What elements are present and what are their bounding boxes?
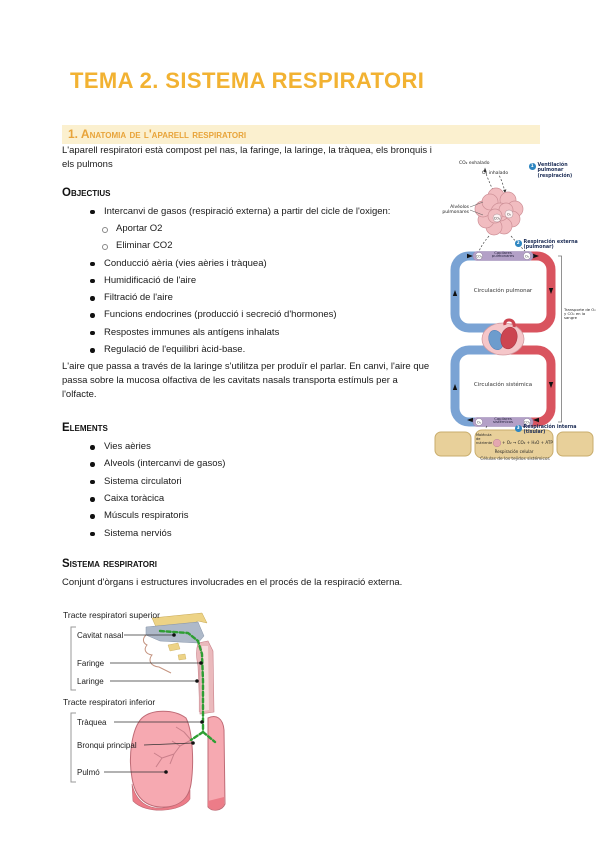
step3-respiracion-interna: 3 Respiración interna (tisular) <box>515 425 595 436</box>
ecuacion-label: + O₂ → CO₂ + H₂O + ATP <box>502 440 553 445</box>
objectius-list: Intercanvi de gasos (respiració externa)… <box>88 205 433 219</box>
step-number-badge: 2 <box>515 240 522 247</box>
respiracion-celular-label: Respiración celular <box>494 449 534 454</box>
capillary-bands: CO₂ O₂ O₂ CO₂ <box>472 251 534 427</box>
heart-illustration <box>481 318 525 356</box>
traquea-label: Tràquea <box>77 718 107 727</box>
list-item: Alveols (intercanvi de gasos) <box>88 457 459 471</box>
objectius-list-cont: Conducció aèria (vies aèries i tràquea) … <box>88 257 433 357</box>
figure-tracte-respiratori: Tracte respiratori superior Cavitat nasa… <box>62 606 297 846</box>
list-item: Humidificació de l'aire <box>88 274 433 288</box>
band-o2-label: O₂ <box>477 420 482 424</box>
capilares-sistemicos-label: Capilares sistémicos <box>493 415 513 425</box>
tracte-superior-heading: Tracte respiratori superior <box>63 610 160 620</box>
band-co2-label: CO₂ <box>476 254 483 258</box>
section-heading: 1. Anatomia de l'aparell respiratori <box>62 125 540 144</box>
step-number-badge: 1 <box>529 163 536 170</box>
inhale-arrowhead <box>503 189 507 194</box>
tracte-illustration: Tracte respiratori superior Cavitat nasa… <box>63 610 226 811</box>
list-item: Funcions endocrines (producció i secreci… <box>88 308 433 322</box>
step2-respiracion-externa: 2 Respiración externa (pulmonar) <box>515 240 595 251</box>
alveolus-o2-label: O₂ <box>507 212 512 216</box>
pointer-lines <box>104 634 202 773</box>
objectius-sublist: Aportar O2 Eliminar CO2 <box>100 222 433 253</box>
flow-arrows <box>452 253 554 423</box>
alveolos-label: Alvéolos pulmonares <box>442 205 469 216</box>
circulacion-sistemica-label: Circulación sistémica <box>473 382 533 388</box>
list-item: Sistema circulatori <box>88 475 459 489</box>
figure-circulacio: CO₂ O₂ CO₂ O₂ <box>433 160 597 462</box>
circulacion-pulmonar-label: Circulación pulmonar <box>473 288 533 294</box>
molecula-label: Molécula de nutriente <box>476 433 493 445</box>
alveoli-pointer-lines <box>469 201 484 216</box>
laringe-label: Laringe <box>77 677 104 686</box>
tissue-cells <box>434 429 594 459</box>
list-item: Caixa toràcica <box>88 492 459 506</box>
list-item: Respostes immunes als antígens inhalats <box>88 326 433 340</box>
tracte-inferior-heading: Tracte respiratori inferior <box>63 697 155 707</box>
capilares-pulmonares-label: Capilares pulmonares <box>491 249 515 259</box>
sistema-heading: Sistema respiratori <box>62 558 158 571</box>
step-number-badge: 3 <box>515 425 522 432</box>
elements-list: Vies aèries Alveols (intercanvi de gasos… <box>88 440 459 540</box>
lungs <box>129 710 226 811</box>
list-item: Regulació de l'equilibri àcid-base. <box>88 343 433 357</box>
larynx-paragraph: L'aire que passa a través de la laringe … <box>62 361 430 401</box>
step1-ventilacion: 1 Ventilación pulmonar (respiración) <box>529 163 593 179</box>
intro-paragraph: L'aparell respiratori està compost pel n… <box>62 145 432 171</box>
list-item: Aportar O2 <box>100 222 433 236</box>
elements-heading: Elements <box>62 422 108 435</box>
list-item: Vies aèries <box>88 440 459 454</box>
airway-path <box>158 629 217 744</box>
superior-bracket <box>70 626 76 691</box>
objectius-heading: Objectius <box>62 187 111 200</box>
page-title: TEMA 2. SISTEMA RESPIRATORI <box>70 68 425 93</box>
alveoli-cluster: CO₂ O₂ <box>474 187 524 236</box>
list-item: Conducció aèria (vies aèries i tràquea) <box>88 257 433 271</box>
step1-label: Ventilación pulmonar (respiración) <box>537 163 573 179</box>
list-item: Músculs respiratoris <box>88 509 459 523</box>
step3-label: Respiración interna (tisular) <box>523 425 577 436</box>
exhale-arrowhead <box>483 167 487 172</box>
band-co2-label: CO₂ <box>524 420 531 424</box>
list-item: Eliminar CO2 <box>100 239 433 253</box>
transport-bracket <box>558 255 562 423</box>
list-item: Intercanvi de gasos (respiració externa)… <box>88 205 433 219</box>
celulas-caption: Células de los tejidos sistémicos <box>480 457 550 462</box>
transporte-label: Transporte de O₂ y CO₂ en la sangre <box>564 307 596 321</box>
cavitat-nasal-label: Cavitat nasal <box>77 631 123 640</box>
list-item: Filtració de l'aire <box>88 291 433 305</box>
band-o2-label: O₂ <box>525 254 530 258</box>
co2-exhalado-label: CO₂ exhalado <box>459 161 490 166</box>
sistema-paragraph: Conjunt d'òrgans i estructures involucra… <box>62 577 403 589</box>
inferior-bracket <box>70 712 76 783</box>
bronqui-label: Bronqui principal <box>77 741 137 750</box>
list-item: Sistema nerviós <box>88 527 459 541</box>
pulmo-label: Pulmó <box>77 768 100 777</box>
pointer-dots <box>164 633 204 774</box>
circulacio-illustration: CO₂ O₂ CO₂ O₂ <box>434 167 594 459</box>
alveolus-co2-label: CO₂ <box>494 216 501 220</box>
faringe-label: Faringe <box>77 659 105 668</box>
step2-label: Respiración externa (pulmonar) <box>523 240 578 251</box>
o2-inhalado-label: O₂ inhalado <box>482 171 509 176</box>
document-body: TEMA 2. SISTEMA RESPIRATORI 1. Anatomia … <box>62 0 540 590</box>
